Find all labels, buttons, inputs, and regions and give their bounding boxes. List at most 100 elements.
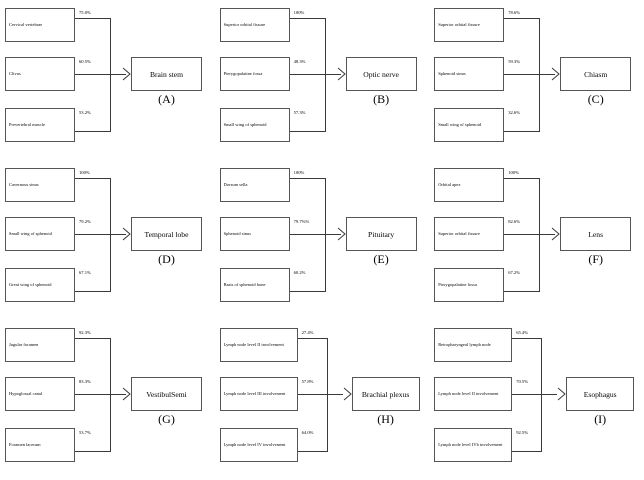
- connector-line: [110, 338, 111, 452]
- source-box-label: Sphenoid sinus: [223, 230, 252, 236]
- source-box: Lymph node level IVb involvement: [434, 428, 513, 462]
- target-box: Optic nerve: [345, 57, 417, 91]
- connector-line: [75, 74, 126, 75]
- target-box-label: VestibulSemi: [146, 389, 187, 399]
- panel-letter-label: (H): [377, 412, 394, 426]
- panel-letter-label: (E): [373, 252, 389, 266]
- edge-percentage-label: 78.6%: [508, 10, 521, 15]
- connector-line: [297, 394, 343, 395]
- source-box: Sphenoid sinus: [434, 57, 505, 91]
- source-box-label: Clivus: [9, 70, 21, 76]
- connector-line: [541, 338, 543, 452]
- source-box-label: Cervical vertebrae: [9, 21, 43, 27]
- source-box-label: Small wing of sphenoid: [438, 121, 482, 127]
- connector-line: [504, 234, 556, 235]
- source-box-label: Sphenoid sinus: [438, 70, 466, 76]
- source-box: Clivus: [5, 57, 75, 91]
- connector-line: [512, 451, 543, 452]
- source-box: Prevertebral muscle: [5, 108, 75, 142]
- arrow-icon: [557, 387, 566, 401]
- source-box-label: Pterygopalatine fossa: [438, 281, 477, 287]
- edge-percentage-label: 64.0%: [301, 430, 314, 435]
- edge-percentage-label: 79.2%: [79, 219, 91, 224]
- source-box: Lymph node level III involvement: [219, 377, 298, 411]
- target-box: VestibulSemi: [131, 377, 202, 411]
- source-box: Small wing of sphenoid: [434, 108, 505, 142]
- edge-percentage-label: 48.3%: [293, 59, 306, 64]
- panel-letter-label: (D): [158, 252, 175, 266]
- target-box-label: Lens: [588, 229, 604, 239]
- edge-percentage-label: 67.2%: [508, 270, 521, 275]
- target-box-label: Temporal lobe: [144, 229, 189, 239]
- source-box: Small wing of sphenoid: [5, 217, 75, 251]
- connector-line: [504, 178, 541, 179]
- source-box-label: Superior orbital fissure: [438, 230, 480, 236]
- source-box-label: Basis of sphenoid bone: [223, 281, 266, 287]
- connector-line: [289, 18, 326, 19]
- target-box: Lens: [560, 217, 632, 251]
- panel-d: Cavernous sinus 100% Small wing of sphenoi…: [0, 160, 215, 320]
- edge-percentage-label: 27.4%: [301, 330, 314, 335]
- source-box-label: Prevertebral muscle: [9, 121, 45, 127]
- connector-line: [504, 74, 556, 75]
- connector-line: [289, 234, 341, 235]
- source-box-label: Small wing of sphenoid: [9, 230, 52, 236]
- source-box-label: Jugular foramen: [9, 341, 39, 347]
- source-box-label: Lymph node level III involvement: [223, 390, 286, 396]
- edge-percentage-label: 92.5%: [516, 430, 529, 435]
- source-box-label: Lymph node level IV involvement: [223, 441, 286, 447]
- connector-line: [110, 18, 111, 132]
- source-box: Jugular foramen: [5, 328, 75, 362]
- connector-line: [539, 178, 541, 292]
- connector-line: [75, 338, 111, 339]
- source-box-label: Dorsum sella: [223, 181, 248, 187]
- edge-percentage-label: 100%: [79, 170, 90, 175]
- connector-line: [289, 74, 341, 75]
- source-box: Lymph node level II involvement: [219, 328, 298, 362]
- edge-percentage-label: 57.8%: [301, 379, 314, 384]
- source-box-label: Superior orbital fissure: [223, 21, 266, 27]
- edge-percentage-label: 67.1%: [79, 270, 91, 275]
- connector-line: [75, 451, 111, 452]
- edge-percentage-label: 53.2%: [79, 110, 91, 115]
- target-box-label: Esophagus: [583, 389, 617, 399]
- source-box: Hypoglossal canal: [5, 377, 75, 411]
- edge-percentage-label: 70.5%: [516, 379, 529, 384]
- edge-percentage-label: 100%: [293, 170, 305, 175]
- source-box: Superior orbital fissure: [434, 217, 505, 251]
- source-box: Cavernous sinus: [5, 168, 75, 202]
- connector-line: [75, 394, 126, 395]
- source-box: Superior orbital fissure: [434, 8, 505, 42]
- panel-letter-label: (G): [158, 412, 175, 426]
- connector-line: [324, 178, 326, 292]
- target-box: Pituitary: [345, 217, 417, 251]
- arrow-icon: [343, 387, 352, 401]
- target-box-label: Optic nerve: [363, 69, 399, 79]
- edge-percentage-label: 83.3%: [79, 379, 91, 384]
- connector-line: [289, 291, 326, 292]
- panel-letter-label: (B): [373, 92, 390, 106]
- connector-line: [75, 131, 111, 132]
- edge-percentage-label: 53.7%: [79, 430, 91, 435]
- edge-percentage-label: 100%: [293, 10, 305, 15]
- connector-line: [110, 178, 111, 292]
- connector-line: [75, 291, 111, 292]
- source-box-label: Retropharyngeal lymph node: [438, 341, 491, 347]
- panel-c: Superior orbital fissure 78.6% Sphenoid si…: [429, 0, 644, 160]
- source-box-label: Superior orbital fissure: [438, 21, 480, 27]
- source-box-label: Hypoglossal canal: [9, 390, 43, 396]
- connector-line: [504, 291, 541, 292]
- target-box: Chiasm: [560, 57, 632, 91]
- connector-line: [75, 234, 126, 235]
- connector-line: [326, 338, 328, 452]
- source-box: Retropharyngeal lymph node: [434, 328, 513, 362]
- source-box: Basis of sphenoid bone: [219, 268, 290, 302]
